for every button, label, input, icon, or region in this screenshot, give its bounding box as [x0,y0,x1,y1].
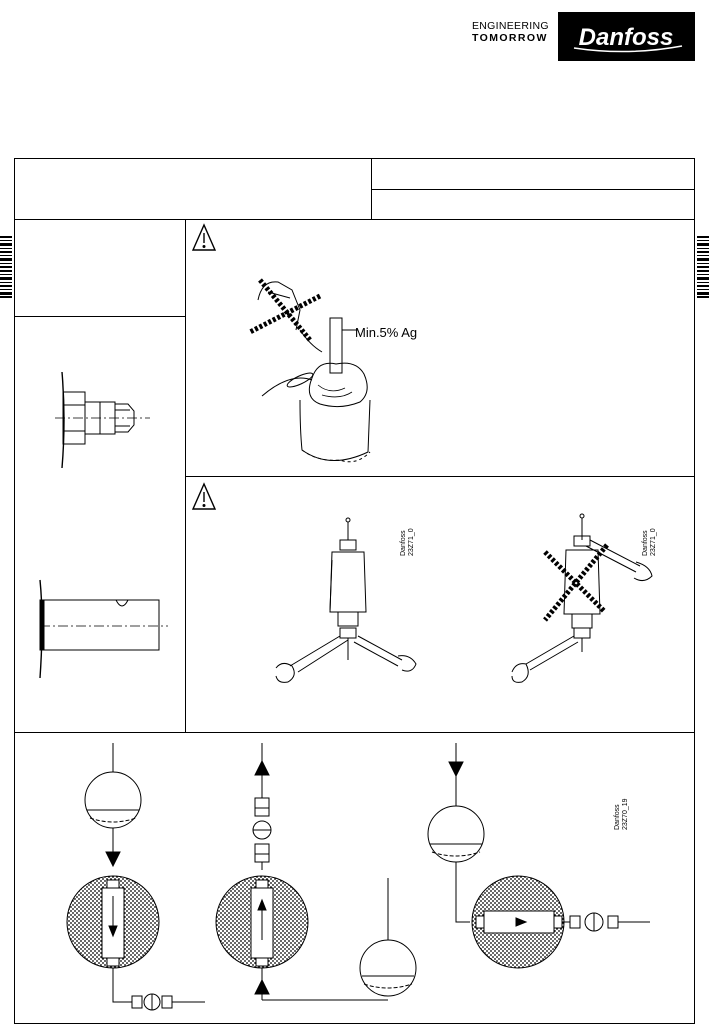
warning-icon [191,482,217,510]
figure-code-left: Danfoss 23Z71_0 [400,528,416,556]
tagline-line-2: TOMORROW [472,32,548,44]
tagline-line-1: ENGINEERING [472,20,549,32]
filter-drier-correct-drawing [275,517,417,683]
brazing-drawing [257,281,371,463]
figure-code-installation-text: Danfoss 23Z70_19 [614,798,629,830]
filter-drier-incorrect-drawing [511,513,653,683]
brand-tagline: ENGINEERING TOMORROW [472,20,549,44]
logo-wordmark: Danfoss [579,24,674,51]
installation-diagram-1 [66,743,205,1011]
right-barcode-icon [697,236,709,298]
flare-fitting-drawing [55,371,150,469]
not-allowed-cross-icon [248,278,322,342]
installation-diagram-3 [427,743,650,969]
section-rule [15,732,694,733]
figure-code-right: Danfoss 23Z71_0 [642,528,658,556]
left-barcode-icon [0,236,12,298]
figure-code-left-text: Danfoss 23Z71_0 [400,528,415,556]
brazing-alloy-label: Min.5% Ag [355,325,418,340]
column-divider [185,219,186,732]
danfoss-logo: Danfoss [558,12,695,61]
middle-rule [185,476,694,477]
warning-icon [191,223,217,251]
figure-code-installation: Danfoss 23Z70_19 [614,798,630,830]
solder-connection-drawing [39,579,168,679]
header-bottom-rule [15,219,694,220]
left-cell-rule [15,316,185,317]
instruction-sheet [14,158,695,1024]
figure-code-right-text: Danfoss 23Z71_0 [642,528,657,556]
installation-diagram-2 [215,743,417,1001]
not-allowed-cross-icon [543,543,609,622]
header-divider-right [371,189,694,190]
